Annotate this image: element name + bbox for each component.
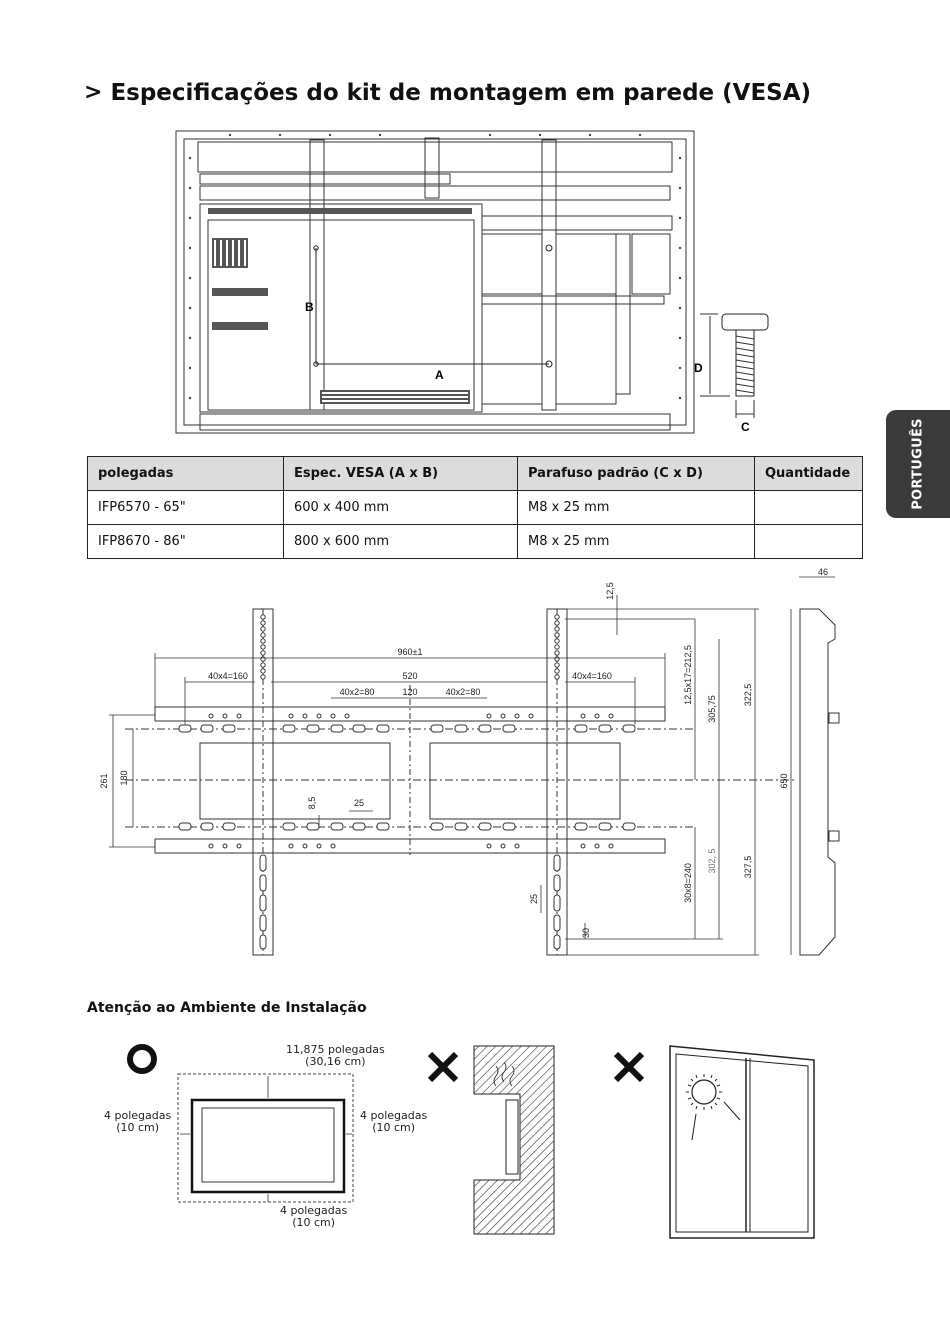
clearance-right-label: 4 polegadas (10 cm)	[360, 1110, 427, 1134]
clearance-left-value: 4 polegadas	[104, 1109, 172, 1122]
bracket-drawing: 960±1 40x4=160 520 40x4=160 40x2=80 120 …	[99, 567, 840, 956]
dim-40x2-left: 40x2=80	[340, 687, 375, 697]
vesa-spec-table: polegadas Espec. VESA (A x B) Parafuso p…	[87, 456, 863, 559]
table-header: Quantidade	[754, 456, 863, 491]
table-cell	[754, 490, 863, 525]
table-header-row: polegadas Espec. VESA (A x B) Parafuso p…	[87, 456, 863, 491]
clearance-bottom-metric: (10 cm)	[292, 1216, 336, 1229]
clearance-top-label: 11,875 polegadas (30,16 cm)	[286, 1044, 385, 1068]
dim-650: 650	[779, 773, 789, 788]
table-header: Espec. VESA (A x B)	[283, 456, 518, 491]
clearance-bottom-value: 4 polegadas	[280, 1204, 348, 1217]
installation-env-heading: Atenção ao Ambiente de Instalação	[87, 1000, 367, 1016]
clearance-top-value: 11,875 polegadas	[286, 1043, 385, 1056]
label-a: A	[435, 368, 444, 382]
dim-46: 46	[818, 567, 828, 577]
language-tab: PORTUGUÊS	[886, 410, 950, 518]
ok-circle-icon	[127, 1044, 157, 1074]
label-d: D	[694, 361, 703, 375]
chevron-right-icon: >	[84, 80, 103, 105]
dim-12-5: 12,5	[605, 582, 615, 600]
dim-30x8: 30x8=240	[683, 863, 693, 903]
not-allowed-x-icon	[427, 1051, 459, 1083]
table-cell: 800 x 600 mm	[283, 524, 518, 559]
table-header: polegadas	[87, 456, 284, 491]
dim-40x4-left: 40x4=160	[208, 671, 248, 681]
recessed-wall-diagram	[473, 1045, 555, 1235]
clearance-left-label: 4 polegadas (10 cm)	[104, 1110, 171, 1134]
page-title-text: Especificações do kit de montagem em par…	[110, 80, 812, 106]
dim-305-75: 305,75	[707, 695, 717, 723]
table-cell: M8 x 25 mm	[517, 490, 755, 525]
clearance-left-metric: (10 cm)	[116, 1121, 160, 1134]
table-cell: 600 x 400 mm	[283, 490, 518, 525]
dim-12-5x17: 12,5x17=212,5	[683, 645, 693, 705]
dim-180: 180	[119, 770, 129, 785]
clearance-top-metric: (30,16 cm)	[305, 1055, 366, 1068]
dim-520: 520	[402, 671, 417, 681]
display-rear-diagram: B A D C	[175, 130, 769, 434]
dim-302-5: 302, 5	[707, 848, 717, 873]
clearance-diagram	[177, 1073, 354, 1203]
dim-8-5: 8,5	[307, 797, 317, 810]
dim-120: 120	[402, 687, 417, 697]
dim-25-bottom: 25	[529, 894, 539, 904]
table-cell: M8 x 25 mm	[517, 524, 755, 559]
dim-322-5: 322,5	[743, 684, 753, 707]
label-c: C	[741, 420, 750, 434]
window-sunlight-diagram	[669, 1045, 815, 1239]
not-allowed-x-icon	[613, 1051, 645, 1083]
page-title: > Especificações do kit de montagem em p…	[84, 80, 811, 106]
table-row: IFP6570 - 65" 600 x 400 mm M8 x 25 mm	[87, 490, 863, 525]
table-cell	[754, 524, 863, 559]
clearance-right-metric: (10 cm)	[372, 1121, 416, 1134]
label-b: B	[305, 300, 314, 314]
clearance-bottom-label: 4 polegadas (10 cm)	[280, 1205, 347, 1229]
dim-960: 960±1	[398, 647, 423, 657]
dim-25-top: 25	[354, 798, 364, 808]
dim-261: 261	[99, 773, 109, 788]
table-row: IFP8670 - 86" 800 x 600 mm M8 x 25 mm	[87, 524, 863, 559]
dim-40x4-right: 40x4=160	[572, 671, 612, 681]
table-cell: IFP8670 - 86"	[87, 524, 284, 559]
dim-40x2-right: 40x2=80	[446, 687, 481, 697]
language-tab-label: PORTUGUÊS	[910, 418, 926, 510]
dim-327-5: 327,5	[743, 856, 753, 879]
table-header: Parafuso padrão (C x D)	[517, 456, 755, 491]
dim-30: 30	[581, 928, 591, 938]
clearance-right-value: 4 polegadas	[360, 1109, 428, 1122]
table-cell: IFP6570 - 65"	[87, 490, 284, 525]
